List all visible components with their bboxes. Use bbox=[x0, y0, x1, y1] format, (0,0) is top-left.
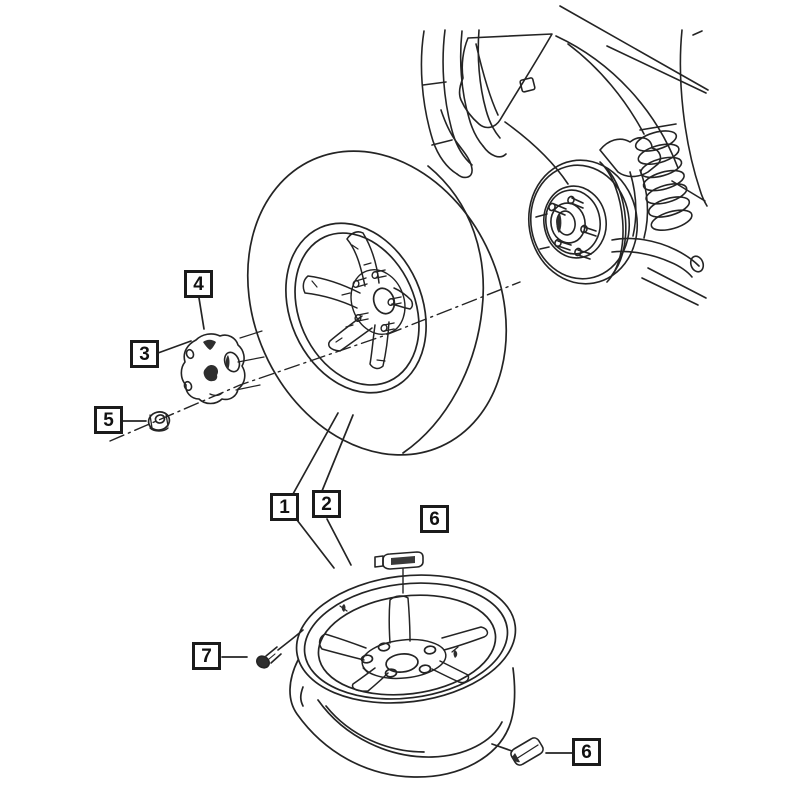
callout-box-5: 5 bbox=[94, 406, 123, 434]
bare-wheel-spokes bbox=[318, 595, 489, 692]
rotor-stud-icons bbox=[535, 195, 597, 260]
vehicle-body-drawing bbox=[420, 5, 709, 207]
leader-2-upper bbox=[321, 414, 354, 492]
callout-box-6-bottom: 6 bbox=[572, 738, 601, 766]
leader-lines bbox=[122, 297, 573, 754]
leader-1-upper bbox=[292, 412, 339, 495]
wheel-weight-top-drawing bbox=[374, 551, 424, 594]
valve-stem-drawing bbox=[256, 629, 304, 669]
leader-2-lower bbox=[326, 518, 352, 566]
callout-box-6-top: 6 bbox=[420, 505, 449, 533]
hub-nut-drawing bbox=[147, 411, 171, 432]
suspension-drawing bbox=[599, 123, 707, 306]
leader-3 bbox=[157, 340, 192, 354]
wheel-spokes bbox=[302, 231, 414, 370]
tire-wheel-assembly-drawing bbox=[246, 150, 508, 456]
wheel-stud-icons bbox=[341, 262, 402, 333]
callout-box-7: 7 bbox=[192, 642, 221, 670]
center-cap-drawing bbox=[180, 330, 265, 405]
callout-box-4: 4 bbox=[184, 270, 213, 298]
leader-1-lower bbox=[296, 519, 335, 569]
wheel-weight-bottom-drawing bbox=[510, 737, 544, 766]
bare-wheel-drawing bbox=[289, 574, 517, 778]
callout-box-2: 2 bbox=[312, 490, 341, 518]
callout-box-1: 1 bbox=[270, 493, 299, 521]
leader-4 bbox=[198, 297, 205, 330]
center-axis-line bbox=[109, 281, 521, 442]
brake-rotor-drawing bbox=[527, 159, 639, 285]
callout-box-3: 3 bbox=[130, 340, 159, 368]
leader-weight-to-rim bbox=[491, 743, 513, 752]
